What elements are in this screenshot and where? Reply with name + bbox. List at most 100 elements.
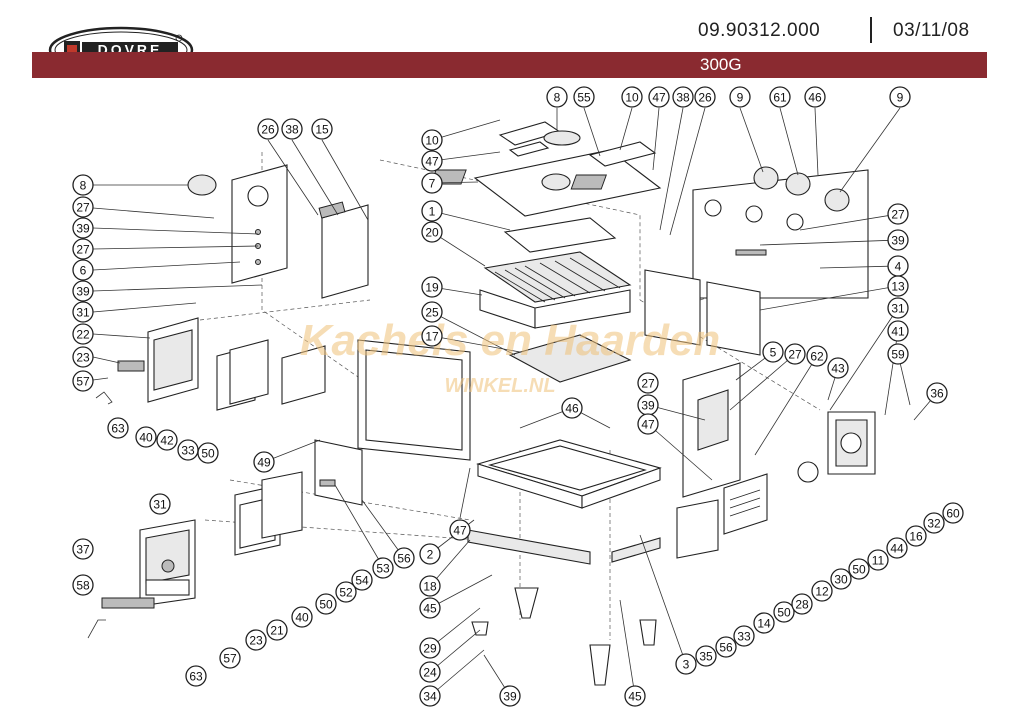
ash-tray-17 [508,334,632,383]
svg-text:58: 58 [76,579,90,593]
callout-23: 23 [245,629,267,651]
svg-text:35: 35 [699,650,713,664]
svg-text:32: 32 [927,517,941,531]
svg-text:42: 42 [160,434,174,448]
callout-17: 17 [421,325,443,347]
model-name: 300G [700,55,742,74]
handle-63-lower [87,619,106,639]
callout-31: 31 [887,297,909,319]
svg-text:39: 39 [503,690,517,704]
svg-text:44: 44 [890,542,904,556]
watermark: Kachels en Haarden WINKEL.NL [300,316,721,397]
svg-text:14: 14 [757,617,771,631]
callout-27: 27 [72,238,94,260]
control-panel-11 [827,411,876,475]
svg-text:46: 46 [565,402,579,416]
callout-8: 8 [72,174,94,196]
svg-text:33: 33 [737,630,751,644]
callout-31: 31 [72,301,94,323]
svg-text:13: 13 [891,280,905,294]
svg-text:29: 29 [423,642,437,656]
svg-text:26: 26 [261,123,275,137]
leader-lines [92,107,938,697]
window-56 [676,499,719,559]
control-knob-12 [797,461,819,483]
callout-58: 58 [72,574,94,596]
svg-text:1: 1 [429,205,436,219]
svg-text:10: 10 [425,134,439,148]
callout-42: 42 [156,429,178,451]
callout-16: 16 [905,525,927,547]
hob-plates [498,121,657,167]
svg-text:2: 2 [427,548,434,562]
svg-text:63: 63 [189,670,203,684]
svg-text:5: 5 [770,346,777,360]
svg-text:57: 57 [223,652,237,666]
glass-frame-door [357,339,471,461]
callout-1: 1 [421,200,443,222]
svg-text:50: 50 [777,606,791,620]
svg-text:27: 27 [76,201,90,215]
svg-text:40: 40 [295,611,309,625]
callout-37: 37 [72,538,94,560]
callout-35: 35 [695,645,717,667]
svg-text:20: 20 [425,226,439,240]
watermark-line1: Kachels en Haarden [300,316,721,365]
svg-text:38: 38 [285,123,299,137]
right-door-5 [682,362,741,498]
svg-text:39: 39 [76,222,90,236]
base-tray [476,439,662,509]
svg-text:53: 53 [376,562,390,576]
rear-panel-4 [692,169,869,299]
svg-text:34: 34 [423,690,437,704]
callout-61: 61 [769,86,791,108]
callout-45: 45 [419,597,441,619]
svg-text:37: 37 [76,543,90,557]
callout-14: 14 [753,612,775,634]
callout-56: 56 [393,547,415,569]
svg-text:36: 36 [930,387,944,401]
callout-63: 63 [185,665,207,687]
svg-text:41: 41 [891,325,905,339]
svg-text:59: 59 [891,348,905,362]
callout-11: 11 [867,549,889,571]
callout-26: 26 [694,86,716,108]
baffle-1 [503,217,617,253]
svg-text:28: 28 [795,598,809,612]
svg-text:6: 6 [80,264,87,278]
svg-text:56: 56 [397,552,411,566]
svg-text:63: 63 [111,422,125,436]
callout-50: 50 [315,593,337,615]
callout-54: 54 [351,569,373,591]
callout-15: 15 [311,118,333,140]
callout-46: 46 [561,397,583,419]
callout-32: 32 [923,512,945,534]
callout-29: 29 [419,637,441,659]
callout-13: 13 [887,275,909,297]
callout-31: 31 [149,493,171,515]
svg-text:57: 57 [76,375,90,389]
callout-43: 43 [827,357,849,379]
callout-9: 9 [729,86,751,108]
svg-text:15: 15 [315,123,329,137]
svg-text:40: 40 [139,431,153,445]
callout-27: 27 [72,196,94,218]
svg-text:33: 33 [181,444,195,458]
glass-panel-53 [314,439,363,506]
svg-text:31: 31 [153,498,167,512]
document-date: 03/11/08 [893,20,970,41]
callout-27: 27 [784,343,806,365]
svg-text:47: 47 [641,418,655,432]
top-plate [430,149,662,217]
svg-text:47: 47 [652,91,666,105]
base-rails [467,529,661,565]
callout-20: 20 [421,221,443,243]
svg-text:4: 4 [895,260,902,274]
svg-text:55: 55 [577,91,591,105]
callout-38: 38 [281,118,303,140]
svg-text:9: 9 [737,91,744,105]
svg-text:50: 50 [201,447,215,461]
callout-4: 4 [887,255,909,277]
svg-text:10: 10 [625,91,639,105]
svg-text:7: 7 [429,177,436,191]
